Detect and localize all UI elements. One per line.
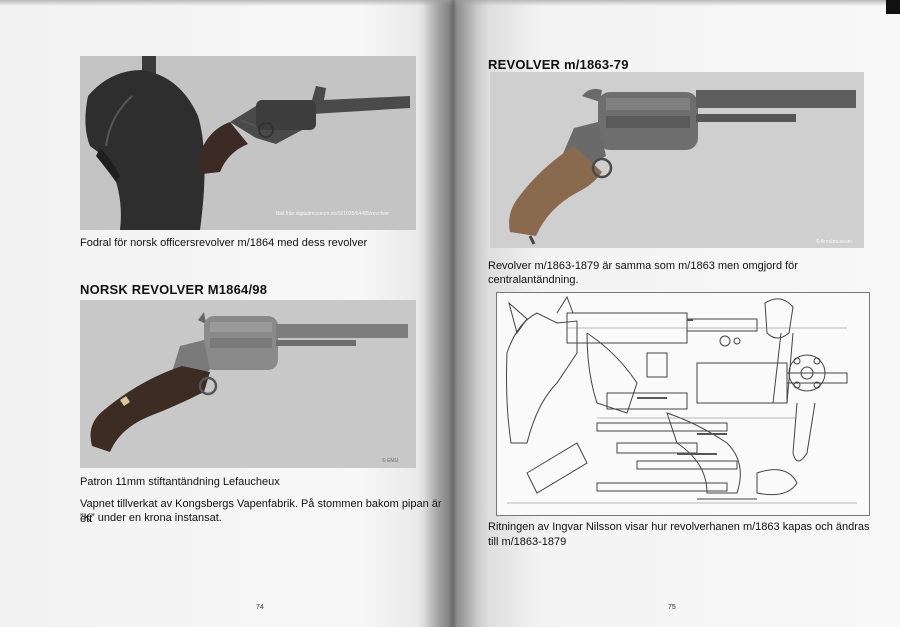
holster-revolver-photo: Bild från digitaltmuseum.no/021025/64485…	[80, 56, 416, 230]
revolver-illustration	[490, 72, 864, 248]
photo-credit: © Armémuseum	[816, 239, 852, 245]
left-page: Bild från digitaltmuseum.no/021025/64485…	[80, 56, 442, 611]
page-number: 74	[256, 604, 264, 611]
holster-revolver-illustration	[80, 56, 416, 230]
drawing-caption-line2: till m/1863-1879	[488, 536, 567, 548]
section-heading: REVOLVER m/1863-79	[488, 57, 629, 72]
background-corner	[886, 0, 900, 14]
revolver-illustration	[80, 300, 416, 468]
drawing-caption-line1: Ritningen av Ingvar Nilsson visar hur re…	[488, 521, 870, 533]
photo-credit: © EMU	[382, 458, 399, 464]
body-text-line2: ”K” under en krona instansat.	[80, 512, 222, 524]
right-page: REVOLVER m/1863-79 © Armémuseum Revolver…	[450, 0, 900, 627]
photo-credit: Bild från digitaltmuseum.no/021025/64485…	[276, 211, 389, 217]
hammer-conversion-drawing	[506, 295, 857, 504]
technical-drawing	[496, 292, 870, 516]
photo2-caption: Patron 11mm stiftantändning Lefaucheux	[80, 476, 280, 488]
m1863-79-revolver-photo: © Armémuseum	[490, 72, 864, 248]
section-heading: NORSK REVOLVER M1864/98	[80, 282, 268, 297]
photo1-caption: Fodral för norsk officersrevolver m/1864…	[80, 237, 368, 249]
photo-caption-line1: Revolver m/1863-1879 är samma som m/1863…	[488, 260, 798, 272]
body-text-line1: Vapnet tillverkat av Kongsbergs Vapenfab…	[80, 498, 442, 525]
m1864-98-revolver-photo: © EMU	[80, 300, 416, 468]
photo-caption-line2: centralantändning.	[488, 274, 579, 286]
page-top-shadow	[0, 0, 900, 6]
page-number: 75	[668, 604, 676, 611]
